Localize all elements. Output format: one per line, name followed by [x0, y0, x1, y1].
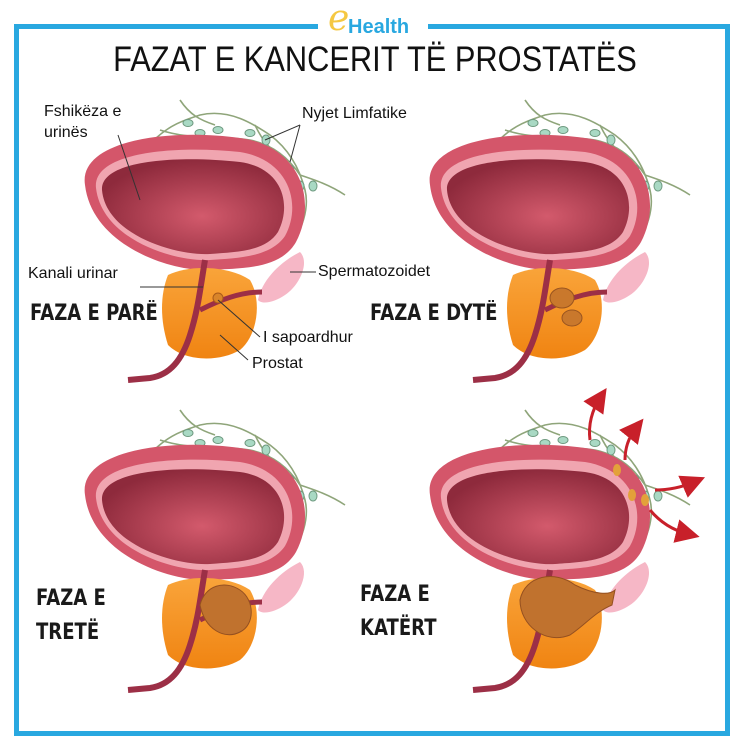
stage-4-label: FAZA E KATËRT	[360, 578, 437, 646]
tumor-stage-2	[549, 287, 583, 327]
leader-lines	[117, 124, 316, 361]
stage-2-label: FAZA E DYTË	[370, 297, 497, 331]
label-bladder-line1: Fshikëza e	[44, 103, 122, 120]
stage-3-line2: TRETË	[36, 620, 100, 645]
label-new-tumor: I sapoardhur	[263, 329, 353, 346]
metastatic-nodes	[613, 464, 649, 506]
label-seminal-vesicles: Spermatozoidet	[318, 263, 431, 280]
page-title: FAZAT E KANCERIT TË PROSTATËS	[113, 40, 637, 79]
label-lymph-nodes: Nyjet Limfatike	[302, 105, 407, 122]
stage-4-line2: KATËRT	[360, 616, 437, 641]
spread-arrows	[583, 388, 706, 543]
tumor-stage-4	[519, 576, 616, 639]
label-prostate: Prostat	[252, 355, 303, 372]
stage-3-line1: FAZA E	[36, 586, 106, 611]
stage-2-line1: FAZA E DYTË	[370, 301, 498, 326]
tumor-stage-3	[199, 584, 252, 636]
tumor-stage-1	[212, 292, 224, 304]
logo-text: Health	[348, 16, 410, 38]
organ-stage-2	[430, 100, 690, 380]
stage-4-line1: FAZA E	[360, 582, 430, 607]
stage-3-label: FAZA E TRETË	[36, 582, 106, 650]
stage-1-line1: FAZA E PARË	[30, 301, 158, 326]
label-bladder-line2: urinës	[44, 124, 88, 141]
stage-1-label: FAZA E PARË	[30, 297, 158, 331]
organ-stage-4	[430, 410, 690, 690]
ehealth-logo: e Health	[318, 0, 428, 42]
logo-letter: e	[328, 0, 350, 39]
organ-stage-3	[85, 410, 345, 690]
label-urethra: Kanali urinar	[28, 265, 118, 282]
